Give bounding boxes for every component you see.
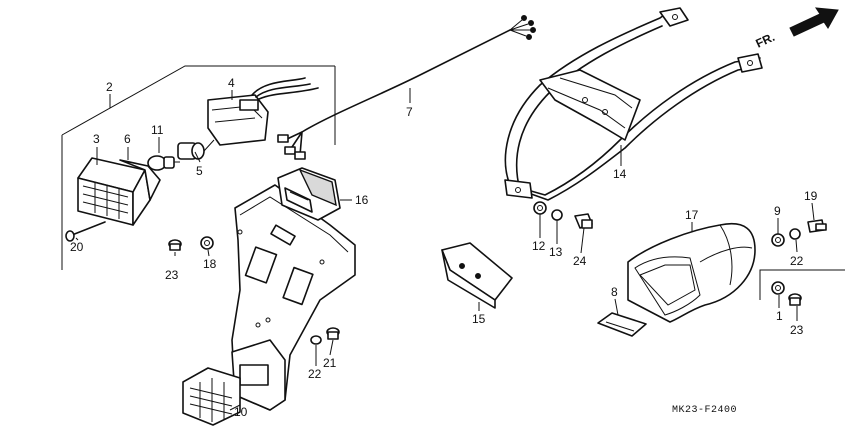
bolt-21 — [326, 327, 340, 340]
screw-20 — [65, 221, 106, 242]
callout-20: 20 — [70, 240, 84, 254]
callout-6: 6 — [124, 132, 131, 146]
collar-12 — [533, 201, 547, 215]
callout-22-right: 22 — [790, 254, 804, 268]
grommet-1 — [771, 281, 785, 295]
callout-16: 16 — [355, 193, 369, 207]
tail-light-housing — [207, 77, 319, 146]
direction-label: FR. — [753, 30, 776, 51]
assembly-bracket-outline — [61, 65, 336, 270]
bolt-23-left — [168, 239, 182, 251]
callout-24: 24 — [573, 254, 587, 268]
callout-22-center: 22 — [308, 367, 322, 381]
grommet-18 — [200, 236, 214, 250]
socket — [177, 139, 215, 160]
callout-1: 1 — [776, 309, 783, 323]
callout-18-label: 18 — [203, 257, 217, 271]
tail-light-lens — [77, 157, 161, 226]
callout-4: 4 — [228, 76, 235, 90]
label-plate — [597, 312, 647, 337]
rear-cowl — [627, 223, 756, 323]
callout-9: 9 — [774, 204, 781, 218]
callout-21: 21 — [323, 356, 337, 370]
callouts: 2 3 4 5 6 7 8 9 10 11 12 13 14 15 16 17 … — [70, 76, 818, 419]
callout-23-left: 23 — [165, 268, 179, 282]
callout-19: 19 — [804, 189, 818, 203]
bolt-23-right — [788, 293, 802, 306]
callout-2: 2 — [106, 80, 113, 94]
reflector — [182, 367, 241, 426]
wire-harness — [277, 15, 536, 160]
bolt-19 — [807, 219, 827, 233]
callout-5: 5 — [196, 164, 203, 178]
grommet-9 — [771, 233, 785, 247]
callout-7: 7 — [406, 105, 413, 119]
leader-lines — [75, 88, 815, 411]
callout-12: 12 — [532, 239, 546, 253]
license-plate-bracket — [231, 184, 356, 411]
bulb — [147, 155, 180, 171]
callout-10: 10 — [234, 405, 248, 419]
callout-13: 13 — [549, 245, 563, 259]
callout-8: 8 — [611, 285, 618, 299]
license-light — [277, 167, 341, 221]
mounting-pad — [441, 242, 513, 309]
callout-23-right: 23 — [790, 323, 804, 337]
callout-15: 15 — [472, 312, 486, 326]
callout-14: 14 — [613, 167, 627, 181]
front-direction-arrow: FR. — [753, 7, 839, 51]
inset-outline — [759, 269, 845, 300]
callout-17: 17 — [685, 208, 699, 222]
washer-13 — [551, 209, 563, 221]
grab-rail — [504, 7, 763, 201]
diagram-code: MK23-F2400 — [672, 405, 737, 416]
washer-22-right — [789, 228, 801, 240]
callout-3: 3 — [93, 132, 100, 146]
callout-11: 11 — [151, 123, 164, 137]
washer-22-center — [310, 335, 322, 345]
bolt-24 — [574, 213, 593, 229]
